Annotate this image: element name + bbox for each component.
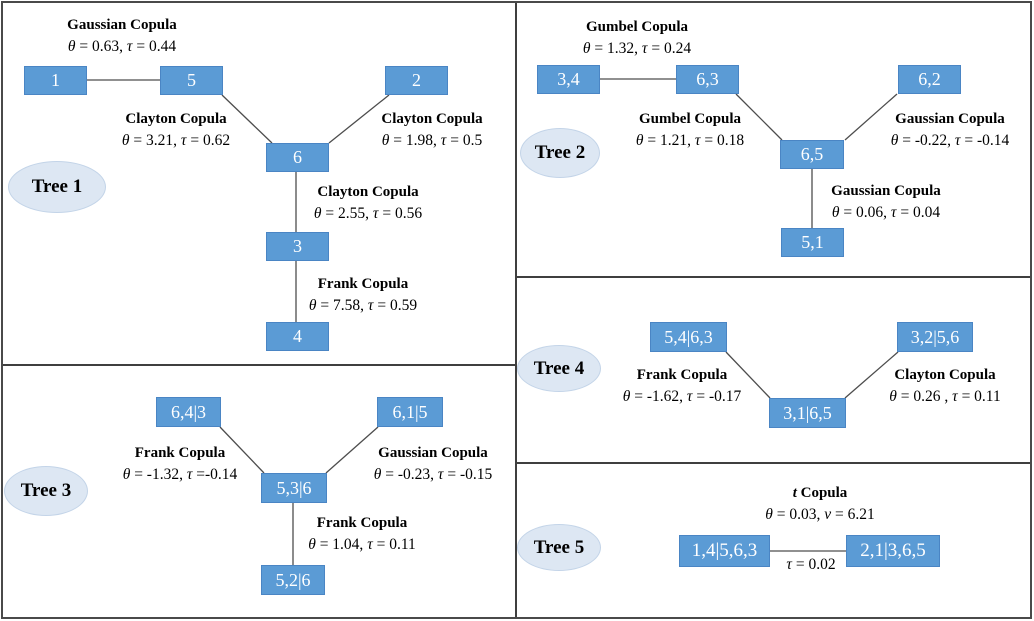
copula-params: θ = -1.32, τ =-0.14 xyxy=(122,466,238,483)
copula-label-tree3-2: Gaussian Copula θ = -0.23, τ = -0.15 xyxy=(374,442,493,486)
tree-node-6-4-3: 6,4|3 xyxy=(156,397,221,427)
tree-label-ellipse-4: Tree 4 xyxy=(517,345,601,392)
copula-label-tree3-3: Frank Copula θ = 1.04, τ = 0.11 xyxy=(308,512,416,556)
tree-node-3-4: 3,4 xyxy=(537,65,600,94)
copula-label-tree2-2: Gumbel Copula θ = 1.21, τ = 0.18 xyxy=(636,108,744,152)
tree-node-5-4-6-3: 5,4|6,3 xyxy=(650,322,727,352)
copula-label-tree2-1: Gumbel Copula θ = 1.32, τ = 0.24 xyxy=(583,16,691,60)
copula-params: τ = 0.02 xyxy=(786,556,836,573)
tree-node-5-2-6: 5,2|6 xyxy=(261,565,325,595)
copula-name: Gaussian Copula xyxy=(831,183,941,199)
tree-node-6: 6 xyxy=(266,143,329,172)
copula-label-tree4-2: Clayton Copula θ = 0.26 , τ = 0.11 xyxy=(889,364,1000,408)
tree-label-ellipse-5: Tree 5 xyxy=(517,524,601,571)
copula-name: Frank Copula xyxy=(317,276,409,292)
copula-name: Gaussian Copula xyxy=(378,445,488,461)
copula-label-tree2-3: Gaussian Copula θ = -0.22, τ = -0.14 xyxy=(891,108,1010,152)
copula-params: θ = -1.62, τ = -0.17 xyxy=(622,388,742,405)
edge-line-tree1-3 xyxy=(328,94,390,144)
copula-label-tree5-1: t Copula θ = 0.03, ν = 6.21 xyxy=(765,482,875,526)
tree-label-ellipse-1: Tree 1 xyxy=(8,161,106,213)
panel-divider-left xyxy=(1,364,516,366)
tree-node-4: 4 xyxy=(266,322,329,351)
copula-params: θ = 7.58, τ = 0.59 xyxy=(308,297,418,314)
tree-node-6-2: 6,2 xyxy=(898,65,961,94)
copula-params: θ = 1.21, τ = 0.18 xyxy=(635,132,745,149)
copula-label-tree1-1: Gaussian Copula θ = 0.63, τ = 0.44 xyxy=(67,14,177,58)
copula-name: Gaussian Copula xyxy=(895,111,1005,127)
edge-line-tree2-3 xyxy=(844,93,898,141)
tree-label-text: Tree 1 xyxy=(31,176,83,197)
copula-name: Frank Copula xyxy=(636,367,728,383)
tree-node-2: 2 xyxy=(385,66,448,95)
copula-params: θ = -0.22, τ = -0.14 xyxy=(890,132,1010,149)
tree-node-6-5: 6,5 xyxy=(780,140,844,169)
copula-params: θ = 1.04, τ = 0.11 xyxy=(308,536,416,553)
tree-node-5-3-6: 5,3|6 xyxy=(261,473,327,503)
copula-params: θ = -0.23, τ = -0.15 xyxy=(373,466,493,483)
copula-name: Gumbel Copula xyxy=(638,111,742,127)
copula-label-tree2-4: Gaussian Copula θ = 0.06, τ = 0.04 xyxy=(831,180,941,224)
copula-name: Clayton Copula xyxy=(125,111,227,127)
tree-label-text: Tree 5 xyxy=(533,536,585,558)
copula-params: θ = 2.55, τ = 0.56 xyxy=(313,205,423,222)
copula-params: θ = 0.03, ν = 6.21 xyxy=(765,506,875,523)
copula-params: θ = 3.21, τ = 0.62 xyxy=(121,132,231,149)
copula-label-tree3-1: Frank Copula θ = -1.32, τ =-0.14 xyxy=(123,442,238,486)
panel-divider-right-top xyxy=(515,276,1032,278)
copula-params: θ = 0.63, τ = 0.44 xyxy=(67,38,177,55)
copula-name: Clayton Copula xyxy=(381,111,483,127)
copula-name: t Copula xyxy=(792,485,848,501)
tree-label-text: Tree 3 xyxy=(20,480,72,501)
tree-label-text: Tree 4 xyxy=(533,357,585,379)
tree-node-3-2-5-6: 3,2|5,6 xyxy=(897,322,973,352)
panel-divider-vertical xyxy=(515,1,517,619)
tree-label-ellipse-3: Tree 3 xyxy=(4,466,88,516)
copula-label-tree1-4: Clayton Copula θ = 2.55, τ = 0.56 xyxy=(314,181,422,225)
copula-label-tree1-3: Clayton Copula θ = 1.98, τ = 0.5 xyxy=(381,108,482,152)
copula-label-tree4-1: Frank Copula θ = -1.62, τ = -0.17 xyxy=(623,364,742,408)
tree-node-3-1-6-5: 3,1|6,5 xyxy=(769,398,846,428)
tree-node-2-1-3-6-5: 2,1|3,6,5 xyxy=(846,535,940,567)
copula-params: θ = 0.06, τ = 0.04 xyxy=(831,204,941,221)
tree-label-ellipse-2: Tree 2 xyxy=(520,128,600,178)
copula-params: θ = 1.32, τ = 0.24 xyxy=(582,40,692,57)
tree-node-6-1-5: 6,1|5 xyxy=(377,397,443,427)
copula-label-tree1-5: Frank Copula θ = 7.58, τ = 0.59 xyxy=(309,273,417,317)
tree-node-1: 1 xyxy=(24,66,87,95)
copula-name: Clayton Copula xyxy=(317,184,419,200)
copula-name: Clayton Copula xyxy=(894,367,996,383)
copula-name: Gumbel Copula xyxy=(585,19,689,35)
tree-node-3: 3 xyxy=(266,232,329,261)
copula-params: θ = 1.98, τ = 0.5 xyxy=(381,132,483,149)
copula-label-tree5-2: τ = 0.02 xyxy=(786,554,835,576)
copula-name: Frank Copula xyxy=(316,515,408,531)
tree-label-text: Tree 2 xyxy=(534,142,586,163)
copula-label-tree1-2: Clayton Copula θ = 3.21, τ = 0.62 xyxy=(122,108,230,152)
tree-node-5: 5 xyxy=(160,66,223,95)
copula-params: θ = 0.26 , τ = 0.11 xyxy=(889,388,1001,405)
tree-node-5-1: 5,1 xyxy=(781,228,844,257)
panel-divider-right-bottom xyxy=(515,462,1032,464)
tree-node-1-4-5-6-3: 1,4|5,6,3 xyxy=(679,535,770,567)
tree-node-6-3: 6,3 xyxy=(676,65,739,94)
copula-name: Frank Copula xyxy=(134,445,226,461)
edge-line-tree3-2 xyxy=(325,426,379,474)
copula-name: Gaussian Copula xyxy=(67,17,177,33)
